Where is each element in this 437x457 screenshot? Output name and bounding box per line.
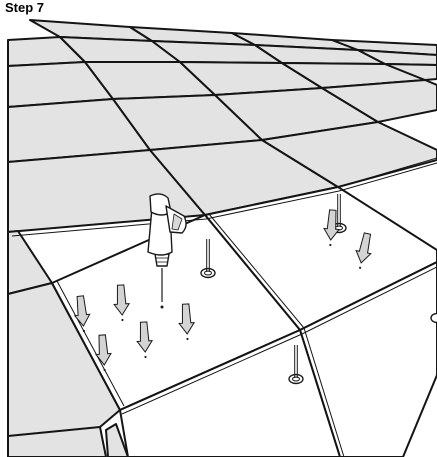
pedestal-partial [431, 314, 437, 323]
